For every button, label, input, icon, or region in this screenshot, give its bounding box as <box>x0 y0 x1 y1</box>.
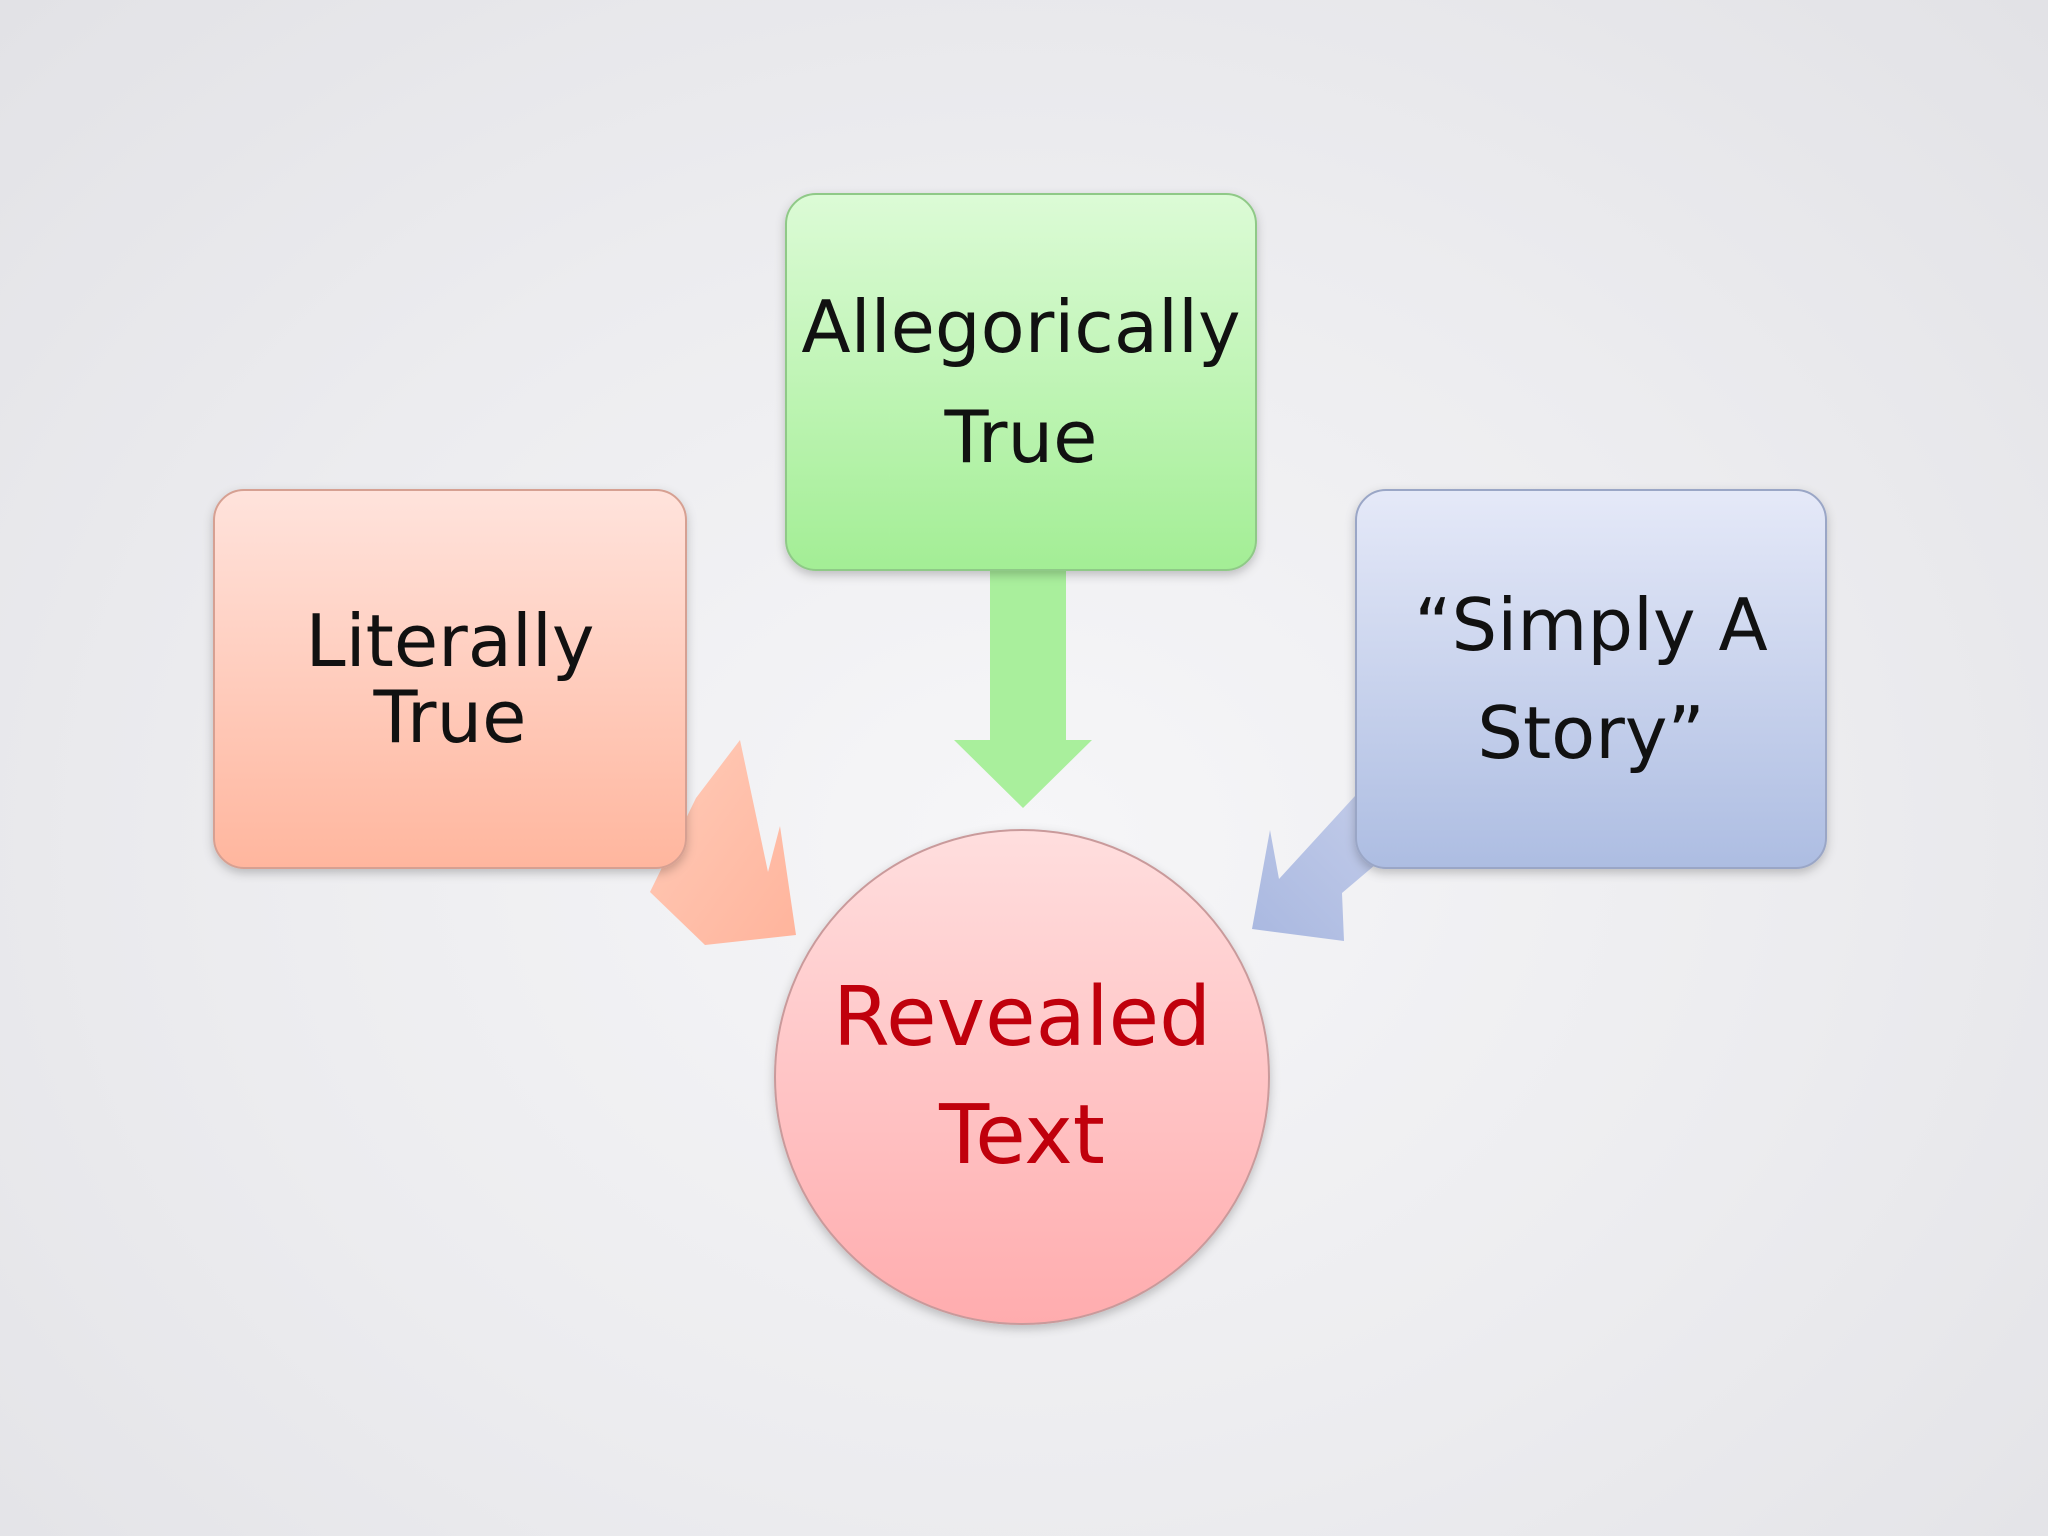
node-story-label: “Simply A Story” <box>1356 490 1826 868</box>
node-revealed-line-1: Revealed <box>832 970 1212 1065</box>
node-simply-a-story <box>1355 489 1827 869</box>
node-revealed-text <box>774 829 1270 1325</box>
node-story-line-1: “Simply A <box>1414 583 1768 667</box>
node-story-line-2: Story” <box>1477 691 1705 775</box>
node-revealed-label: Revealed Text <box>775 830 1269 1324</box>
node-revealed-line-2: Text <box>939 1088 1105 1183</box>
node-literally-line-2: True <box>373 675 527 759</box>
node-allegorically-line-1: Allegorically <box>801 285 1241 369</box>
arrow-literally-to-revealed <box>650 740 796 945</box>
arrow-allegorically-to-revealed <box>954 560 1092 808</box>
node-literally-label: Literally True <box>214 490 686 868</box>
node-literally-true <box>213 489 687 869</box>
node-allegorically-true <box>785 193 1257 571</box>
node-literally-line-1: Literally <box>305 599 595 683</box>
node-allegorically-label: Allegorically True <box>786 194 1256 570</box>
node-allegorically-line-2: True <box>944 395 1098 479</box>
